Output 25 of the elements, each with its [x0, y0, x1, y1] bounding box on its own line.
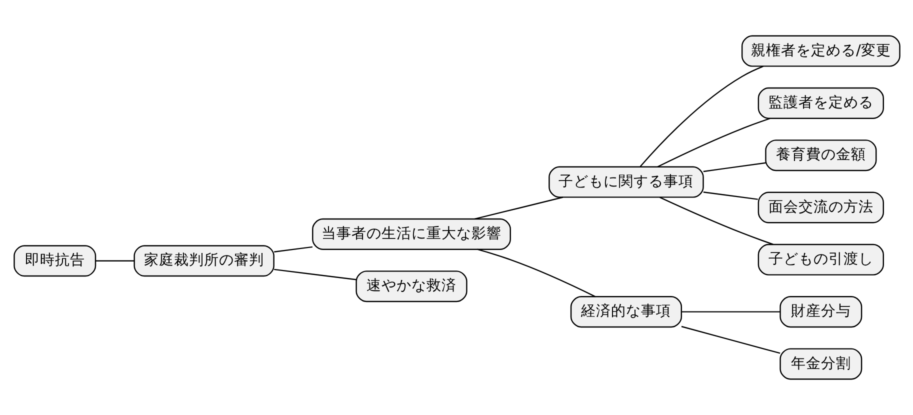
- connector: [681, 311, 780, 312]
- node-box: 即時抗告: [13, 245, 96, 277]
- node-box: 年金分割: [779, 348, 862, 380]
- connector: [702, 162, 766, 172]
- connector: [274, 246, 312, 253]
- node-box: 経済的な事項: [570, 296, 682, 328]
- connector: [274, 268, 356, 280]
- node-box: 子どもの引渡し: [757, 244, 884, 276]
- connector: [476, 248, 596, 298]
- node-box: 速やかな救済: [355, 270, 467, 302]
- connector: [95, 260, 134, 262]
- node-box: 家庭裁判所の審判: [133, 245, 274, 277]
- node-box: 財産分与: [779, 296, 862, 328]
- connector: [658, 196, 773, 245]
- node-box: 当事者の生活に重大な影響: [312, 218, 510, 250]
- connector: [639, 66, 764, 167]
- node-box: 監護者を定める: [757, 87, 884, 119]
- connector: [702, 192, 758, 200]
- connector: [474, 196, 563, 220]
- connector: [656, 118, 770, 168]
- node-box: 養育費の金額: [764, 140, 876, 172]
- node-box: 面会交流の方法: [757, 192, 884, 224]
- connector: [680, 326, 780, 354]
- node-box: 親権者を定める/変更: [740, 35, 900, 67]
- node-box: 子どもに関する事項: [548, 166, 704, 198]
